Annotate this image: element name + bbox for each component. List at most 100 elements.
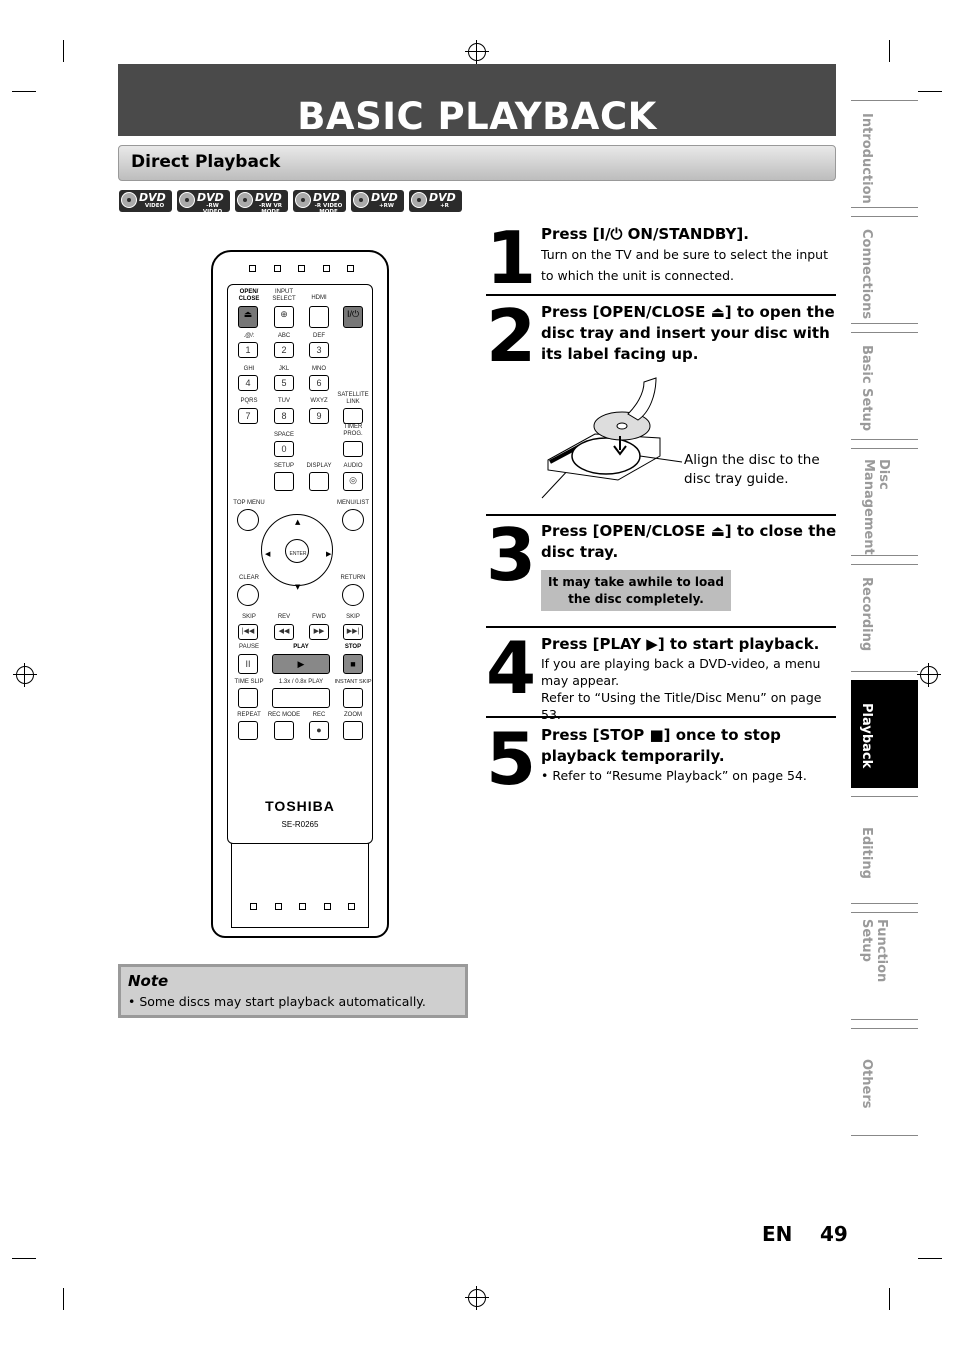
key-label: SKIP xyxy=(346,614,360,620)
key-label: MNO xyxy=(312,366,326,372)
tab-basic-setup[interactable]: Basic Setup xyxy=(851,332,918,440)
rev-button: ◀◀ xyxy=(274,624,294,640)
step-divider xyxy=(486,294,836,296)
tab-introduction[interactable]: Introduction xyxy=(851,100,918,208)
step-number: 2 xyxy=(486,294,536,378)
led-icon xyxy=(275,903,282,910)
step-divider xyxy=(486,514,836,516)
step-body: Refer to “Using the Title/Disc Menu” on … xyxy=(541,690,822,722)
fwd-button: ▶▶ xyxy=(309,624,329,640)
note-text: • Some discs may start playback automati… xyxy=(128,994,426,1009)
tab-recording[interactable]: Recording xyxy=(851,564,918,672)
step-divider xyxy=(486,626,836,628)
key-label: ABC xyxy=(277,333,291,339)
disc-icon xyxy=(237,192,253,208)
title-banner: BASIC PLAYBACK xyxy=(118,64,836,138)
tab-label: Playback xyxy=(859,703,874,769)
key-label: MENU/LIST xyxy=(336,500,369,506)
step-heading: Press [OPEN/CLOSE ⏏] to close the disc t… xyxy=(541,522,837,561)
digit-key: 9 xyxy=(309,408,329,424)
badge-sub: +RW xyxy=(379,203,394,209)
remote-battery-cover xyxy=(231,843,369,928)
badge-label: DVD xyxy=(429,191,456,204)
crop-mark xyxy=(889,1288,890,1310)
tab-label: Function Setup xyxy=(859,919,889,983)
key-label: CLEAR xyxy=(238,575,259,581)
up-arrow-icon: ▲ xyxy=(295,518,301,526)
digit-key: 8 xyxy=(274,408,294,424)
tab-label: Disc Management xyxy=(861,459,891,555)
page-title: BASIC PLAYBACK xyxy=(297,95,657,138)
tab-connections[interactable]: Connections xyxy=(851,216,918,324)
down-arrow-icon: ▼ xyxy=(295,583,301,591)
remote-control-illustration: OPEN/ CLOSE INPUT SELECT HDMI ⏏ ⊕ I/⏻ .@… xyxy=(211,250,389,938)
tab-others[interactable]: Others xyxy=(851,1028,918,1136)
key-label: WXYZ xyxy=(310,398,328,404)
satellite-link-button xyxy=(343,408,363,424)
step-number: 5 xyxy=(486,717,536,801)
audio-button: ◎ xyxy=(343,472,363,491)
badge-label: DVD xyxy=(371,191,398,204)
key-label: REC MODE xyxy=(267,712,301,718)
top-menu-button xyxy=(237,509,259,531)
skip-back-button: |◀◀ xyxy=(238,624,258,640)
disc-icon xyxy=(179,192,195,208)
tab-editing[interactable]: Editing xyxy=(851,796,918,904)
digit-key: 3 xyxy=(309,342,329,358)
step-body: Turn on the TV and be sure to select the… xyxy=(541,247,828,283)
clear-button xyxy=(237,584,259,606)
return-button xyxy=(342,584,364,606)
left-arrow-icon: ◀ xyxy=(265,550,271,558)
tab-label: Recording xyxy=(859,577,874,652)
tab-playback[interactable]: Playback xyxy=(851,680,918,788)
key-label: REV xyxy=(277,614,291,620)
led-icon xyxy=(299,903,306,910)
key-label: TIME SLIP xyxy=(234,679,264,685)
step-heading: Press [OPEN/CLOSE ⏏] to open the disc tr… xyxy=(541,303,835,363)
satellite-link-label: SATELLITE LINK xyxy=(337,392,369,405)
tab-function-setup[interactable]: Function Setup xyxy=(851,912,918,1020)
hdmi-label: HDMI xyxy=(311,295,327,301)
rec-button: ● xyxy=(309,721,329,740)
setup-button xyxy=(274,472,294,491)
remote-model: SE-R0265 xyxy=(281,820,319,829)
step-body: • Refer to “Resume Playback” on page 54. xyxy=(541,768,807,783)
display-button xyxy=(309,472,329,491)
badge-label: DVD xyxy=(313,191,340,204)
crop-mark xyxy=(63,1288,64,1310)
crop-mark xyxy=(63,40,64,62)
open-close-button: ⏏ xyxy=(238,306,258,328)
timer-prog-button xyxy=(343,441,363,457)
step-heading: Press [I/⏻ ON/STANDBY]. xyxy=(541,225,749,243)
key-label: FWD xyxy=(312,614,326,620)
pause-button: II xyxy=(238,654,258,674)
key-label: .@/: xyxy=(243,333,255,339)
key-label: RETURN xyxy=(340,575,366,581)
key-label: STOP xyxy=(344,644,362,650)
navigation-ring xyxy=(261,514,333,586)
disc-icon xyxy=(121,192,137,208)
digit-key: 4 xyxy=(238,375,258,391)
tab-label: Editing xyxy=(859,827,874,879)
key-label: REC xyxy=(312,712,326,718)
rec-mode-button xyxy=(274,721,294,740)
led-icon xyxy=(249,265,256,272)
disc-icon xyxy=(353,192,369,208)
remote-face xyxy=(227,284,373,844)
key-label: DISPLAY xyxy=(306,463,332,469)
key-label: AUDIO xyxy=(343,463,363,469)
step-number: 4 xyxy=(486,626,536,710)
key-label: DEF xyxy=(313,333,325,339)
enter-button xyxy=(285,539,309,563)
key-label: JKL xyxy=(278,366,290,372)
led-icon xyxy=(274,265,281,272)
led-icon xyxy=(250,903,257,910)
open-close-label: OPEN/ CLOSE xyxy=(238,289,260,302)
step-heading: Press [PLAY ▶] to start playback. xyxy=(541,635,820,653)
crop-mark xyxy=(12,91,36,92)
zoom-button xyxy=(343,721,363,740)
badge-sub: VIDEO xyxy=(144,203,165,209)
menu-list-button xyxy=(342,509,364,531)
tab-disc-management[interactable]: Disc Management xyxy=(851,448,918,556)
